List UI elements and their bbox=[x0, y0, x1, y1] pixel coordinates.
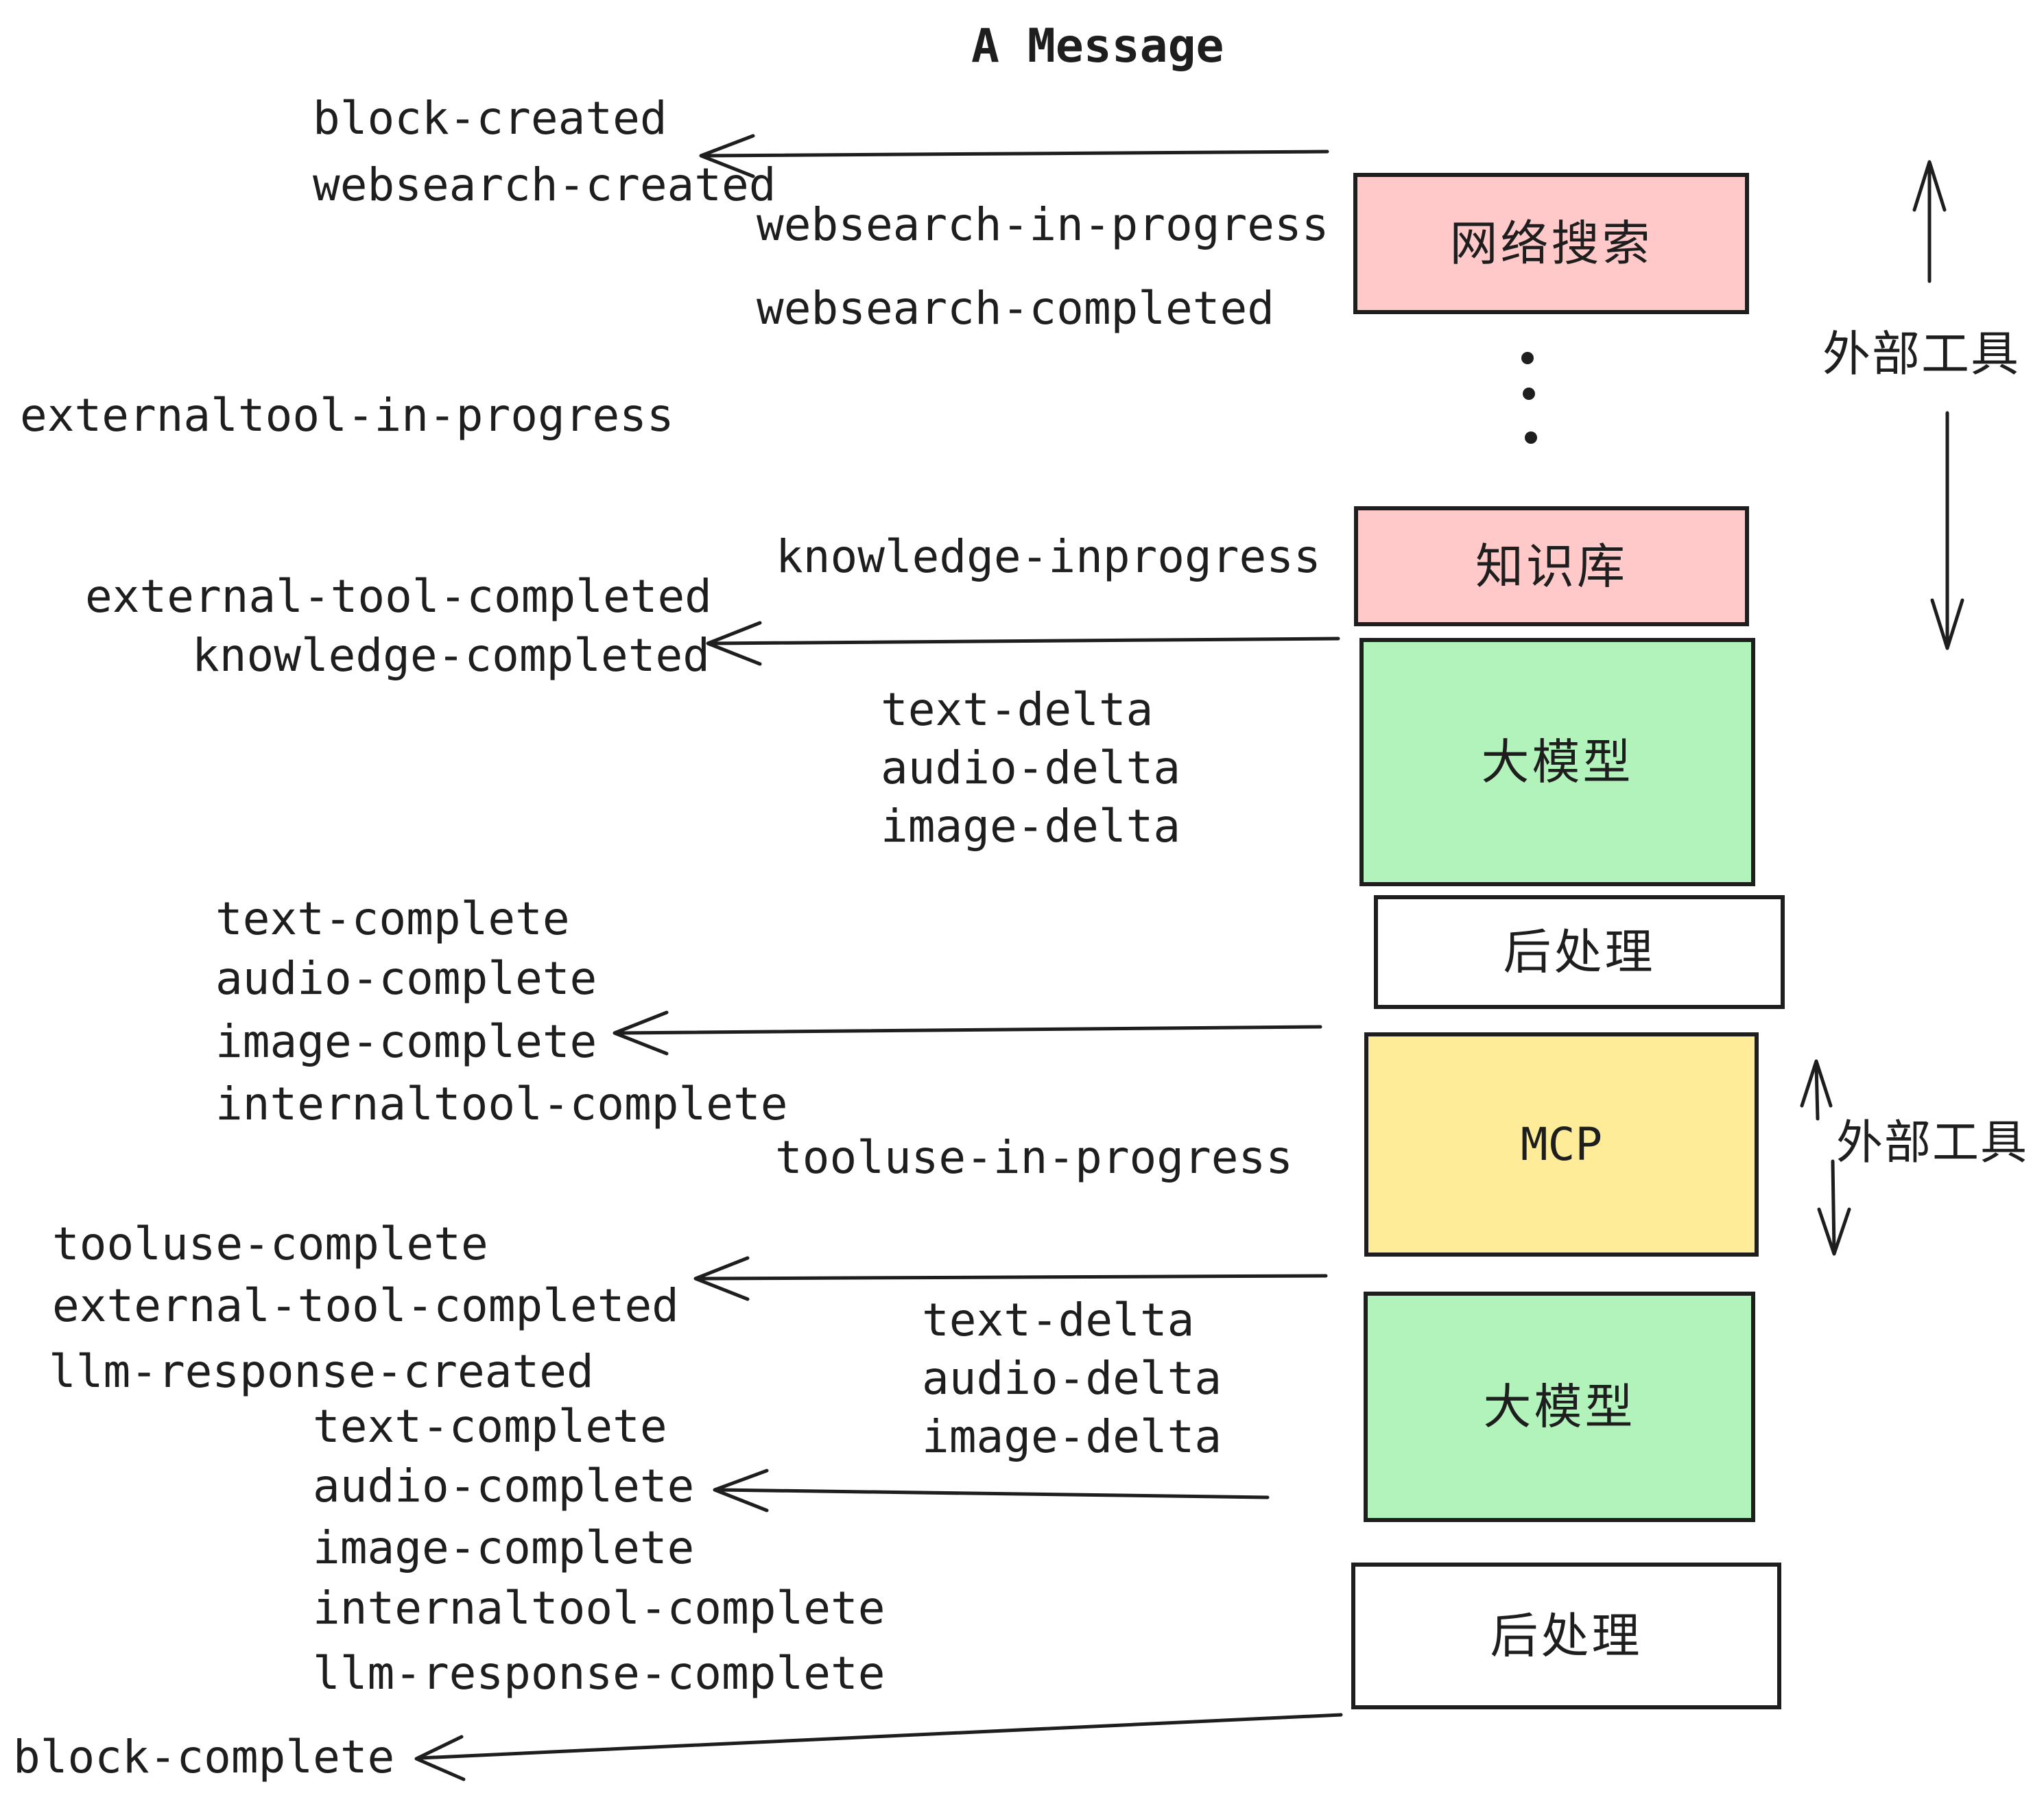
event-label-knowledge-completed: knowledge-completed bbox=[192, 629, 710, 682]
event-label-image-delta-1: image-delta bbox=[881, 800, 1181, 853]
node-llm-top: 大模型 bbox=[1359, 638, 1755, 886]
event-label-audio-complete-2: audio-complete bbox=[313, 1460, 695, 1512]
event-label-audio-delta-2: audio-delta bbox=[922, 1352, 1222, 1405]
arrow-internal-complete-1 bbox=[613, 1010, 1322, 1056]
arrow-external-tool-down-mid bbox=[1817, 1159, 1851, 1256]
event-label-image-complete-1: image-complete bbox=[215, 1015, 597, 1068]
node-postprocess-bottom: 后处理 bbox=[1351, 1563, 1781, 1709]
event-label-internaltool-complete-2: internaltool-complete bbox=[313, 1582, 886, 1635]
event-label-websearch-created: websearch-created bbox=[313, 158, 776, 211]
event-label-text-delta-2: text-delta bbox=[922, 1294, 1195, 1346]
node-mcp: MCP bbox=[1364, 1032, 1759, 1257]
side-label-external-tool-top: 外部工具 bbox=[1822, 326, 2020, 382]
node-llm-bottom: 大模型 bbox=[1364, 1292, 1755, 1522]
arrow-block-complete bbox=[414, 1713, 1343, 1781]
node-knowledge: 知识库 bbox=[1354, 506, 1749, 626]
event-label-websearch-completed: websearch-completed bbox=[757, 282, 1274, 335]
node-llm-bottom-label: 大模型 bbox=[1483, 1379, 1636, 1435]
arrow-internal-complete-2 bbox=[713, 1469, 1270, 1512]
node-mcp-label: MCP bbox=[1520, 1117, 1603, 1171]
arrow-knowledge-completed bbox=[706, 621, 1340, 666]
arrow-external-tool-down-top bbox=[1930, 411, 1964, 650]
node-postprocess-bottom-label: 后处理 bbox=[1490, 1608, 1643, 1664]
event-label-text-complete-1: text-complete bbox=[215, 892, 570, 945]
node-postprocess-top: 后处理 bbox=[1374, 895, 1785, 1009]
diagram-title: A Message bbox=[971, 19, 1224, 73]
arrow-external-tool-up-mid bbox=[1800, 1059, 1833, 1121]
event-label-external-tool-completed-2: external-tool-completed bbox=[52, 1279, 679, 1332]
event-label-text-delta-1: text-delta bbox=[881, 683, 1154, 736]
event-label-text-complete-2: text-complete bbox=[313, 1400, 667, 1453]
event-label-image-complete-2: image-complete bbox=[313, 1521, 695, 1574]
node-websearch: 网络搜索 bbox=[1353, 173, 1749, 314]
event-label-llm-response-complete: llm-response-complete bbox=[313, 1647, 886, 1700]
event-label-externaltool-in-progress: externaltool-in-progress bbox=[20, 389, 674, 442]
ellipsis-dots bbox=[1521, 352, 1537, 444]
event-label-llm-response-created: llm-response-created bbox=[49, 1345, 594, 1398]
event-label-block-complete: block-complete bbox=[13, 1731, 395, 1783]
node-websearch-label: 网络搜索 bbox=[1449, 215, 1653, 272]
arrow-external-tool-up-top bbox=[1912, 160, 1947, 283]
event-label-image-delta-2: image-delta bbox=[922, 1410, 1222, 1463]
event-label-internaltool-complete-1: internaltool-complete bbox=[215, 1078, 788, 1130]
event-label-block-created: block-created bbox=[313, 92, 667, 145]
side-label-external-tool-mid: 外部工具 bbox=[1836, 1116, 2029, 1170]
event-label-knowledge-inprogress: knowledge-inprogress bbox=[776, 530, 1321, 583]
node-postprocess-top-label: 后处理 bbox=[1503, 924, 1656, 980]
event-label-tooluse-complete: tooluse-complete bbox=[52, 1218, 488, 1270]
event-label-external-tool-completed-1: external-tool-completed bbox=[85, 570, 712, 623]
event-label-websearch-in-progress: websearch-in-progress bbox=[757, 198, 1329, 251]
event-label-audio-complete-1: audio-complete bbox=[215, 952, 597, 1005]
event-label-audio-delta-1: audio-delta bbox=[881, 741, 1181, 794]
event-label-tooluse-in-progress: tooluse-in-progress bbox=[775, 1131, 1293, 1184]
arrow-websearch-created bbox=[699, 134, 1329, 178]
node-knowledge-label: 知识库 bbox=[1475, 538, 1628, 595]
node-llm-top-label: 大模型 bbox=[1481, 734, 1634, 790]
arrow-tooluse-complete bbox=[693, 1256, 1328, 1301]
